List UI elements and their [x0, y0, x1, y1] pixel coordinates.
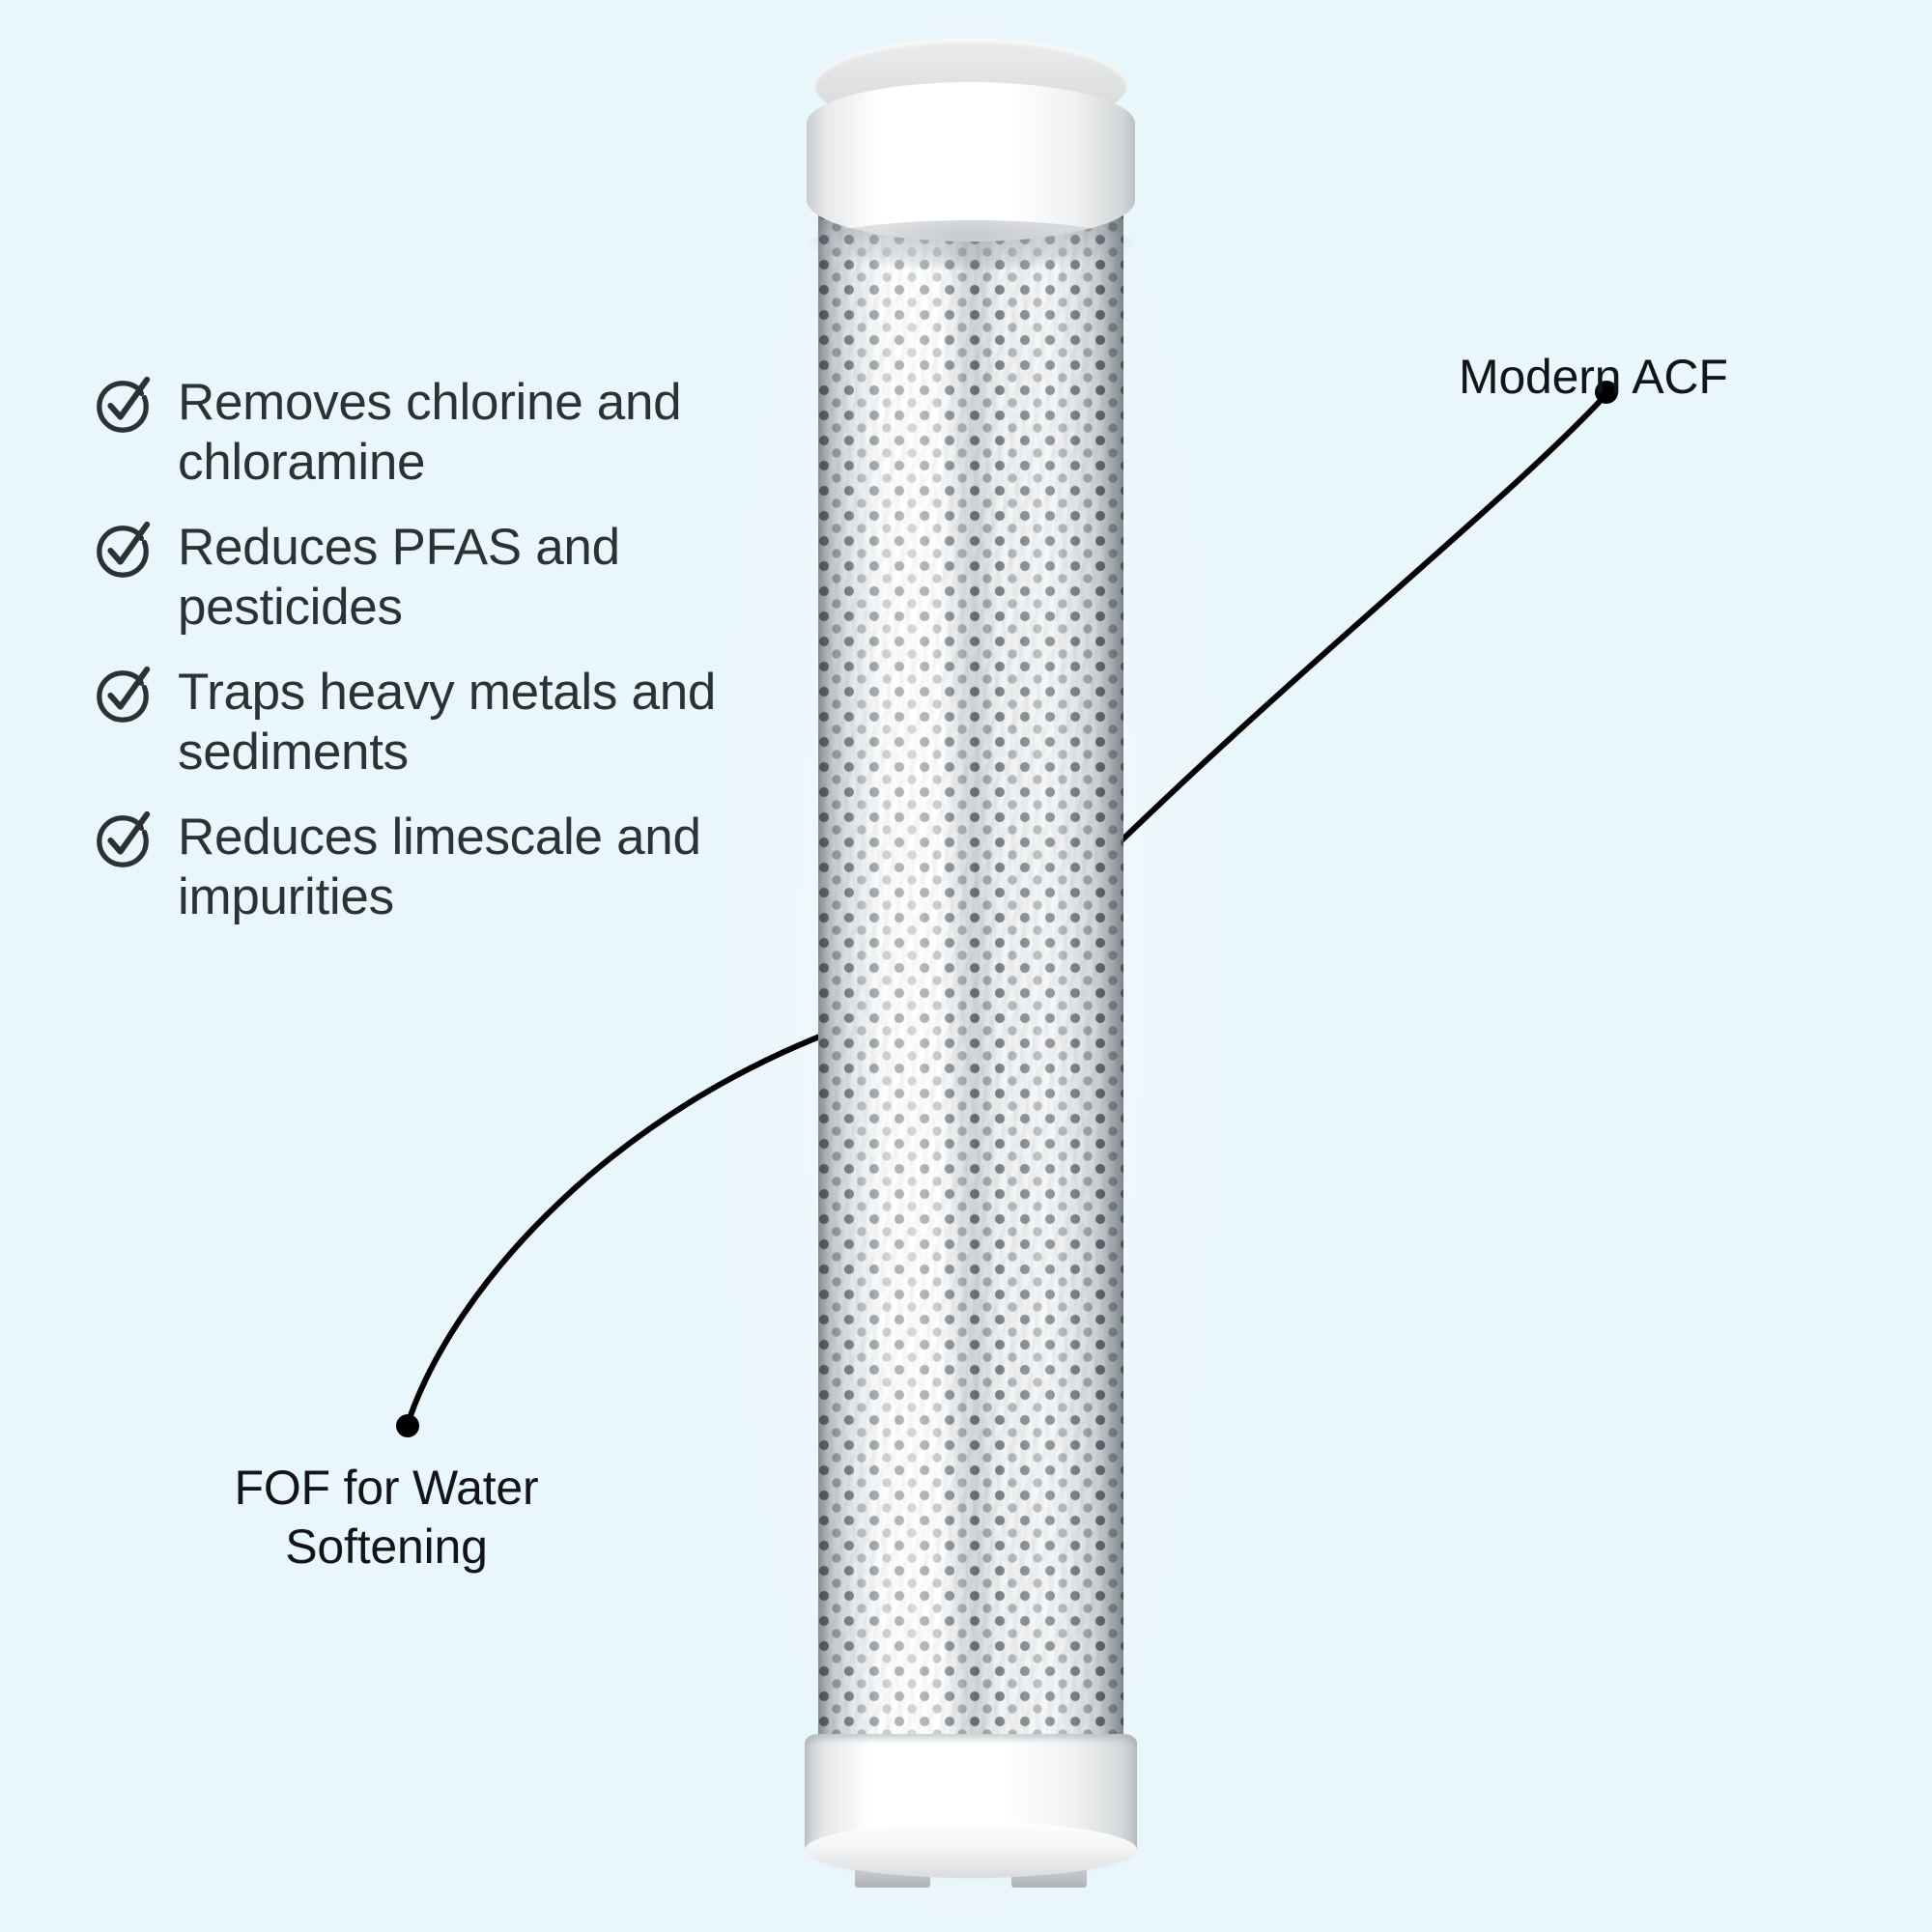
leader-dot-left-label: [396, 1414, 419, 1437]
callout-label-modern-acf: Modern ACF: [1459, 350, 1728, 404]
check-circle-icon: [93, 811, 153, 871]
feature-list: Removes chlorine and chloramine Reduces …: [93, 373, 769, 952]
top-cap-shadow: [807, 220, 1135, 270]
water-filter-cartridge: [797, 39, 1145, 1903]
callout-label-fof-water-softening: FOF for Water Softening: [234, 1461, 539, 1574]
feature-label: Reduces limescale and impurities: [178, 809, 701, 925]
check-circle-icon: [93, 377, 153, 437]
feature-label: Removes chlorine and chloramine: [178, 374, 682, 491]
feature-label: Traps heavy metals and sediments: [178, 664, 717, 781]
feature-item: Removes chlorine and chloramine: [93, 373, 769, 493]
top-cap-collar: [807, 82, 1135, 242]
filter-media-body: [818, 184, 1123, 1787]
check-circle-icon: [93, 667, 153, 726]
feature-label: Reduces PFAS and pesticides: [178, 519, 620, 636]
feature-item: Traps heavy metals and sediments: [93, 663, 769, 782]
feature-item: Reduces limescale and impurities: [93, 808, 769, 927]
filter-media-cylinder-shading: [818, 184, 1123, 1787]
check-circle-icon: [93, 522, 153, 582]
bottom-cap-rim: [805, 1822, 1137, 1878]
feature-item: Reduces PFAS and pesticides: [93, 518, 769, 638]
